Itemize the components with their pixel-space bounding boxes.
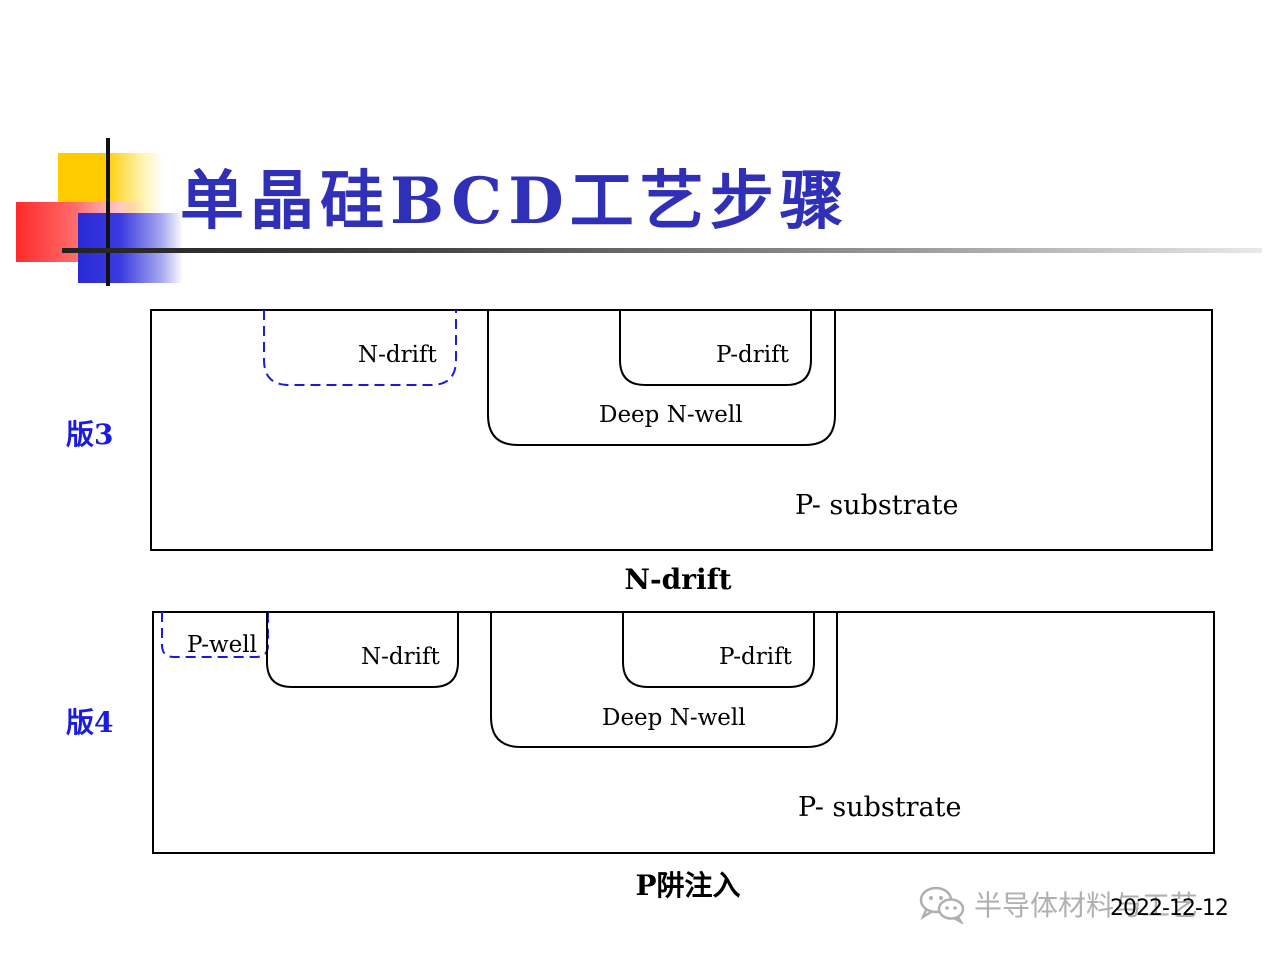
substrate-label: P- substrate — [798, 792, 961, 823]
p-well-label: P-well — [187, 632, 257, 658]
cross-section-diagram-3: N-drift P-drift Deep N-well P- substrate — [150, 309, 1213, 551]
n-drift-label: N-drift — [361, 644, 440, 670]
substrate-box — [150, 309, 1213, 551]
n-drift-region — [266, 612, 459, 688]
deep-nwell-region — [490, 612, 838, 748]
p-drift-label: P-drift — [719, 644, 793, 670]
decor-vertical-line — [106, 138, 110, 286]
slide-title: 单晶硅BCD工艺步骤 — [180, 164, 850, 239]
stage-caption-1: N-drift — [624, 563, 732, 596]
n-drift-label: N-drift — [358, 342, 437, 368]
p-drift-label: P-drift — [716, 342, 790, 368]
stage-label-3: 版3 — [66, 418, 114, 451]
deep-nwell-region — [487, 310, 836, 446]
substrate-box — [152, 611, 1215, 854]
title-underline — [62, 248, 1262, 253]
wechat-icon — [919, 886, 965, 924]
p-drift-region — [619, 310, 812, 386]
deep-nwell-label: Deep N-well — [599, 402, 743, 428]
slide-date: 2022-12-12 — [1110, 896, 1229, 921]
stage-caption-2: P阱注入 — [635, 869, 741, 902]
watermark: 半导体材料与工艺 — [918, 884, 1198, 924]
deep-nwell-label: Deep N-well — [602, 705, 746, 731]
watermark-text: 半导体材料与工艺 — [974, 889, 1199, 922]
n-drift-mask-outline — [263, 310, 457, 386]
substrate-label: P- substrate — [795, 490, 958, 521]
stage-label-4: 版4 — [66, 706, 114, 739]
cross-section-diagram-4: P-well N-drift P-drift Deep N-well P- su… — [152, 611, 1215, 854]
p-drift-region — [622, 612, 815, 688]
